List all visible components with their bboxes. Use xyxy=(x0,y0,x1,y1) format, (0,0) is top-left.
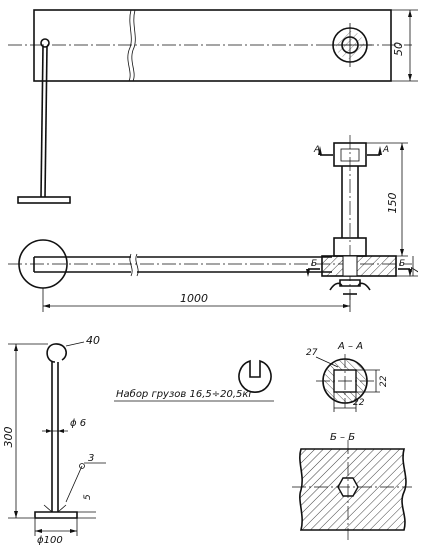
section-bb-title: Б – Б xyxy=(330,432,355,443)
rod-diameter-dim: ϕ 6 xyxy=(70,418,86,429)
hook-40-dim: 40 xyxy=(86,334,100,347)
plan-view: 50 xyxy=(8,9,418,82)
weld-mark: 3 xyxy=(88,453,94,464)
plan-width-dim: 50 xyxy=(392,42,405,56)
weight-note: Набор грузов 16,5÷20,5кг xyxy=(116,388,254,400)
weight-set: Набор грузов 16,5÷20,5кг xyxy=(114,359,274,402)
section-aa-dim-27: 27 xyxy=(306,348,318,358)
length-1000-dim: 1000 xyxy=(180,292,208,305)
section-aa: А – А 27 22 22 xyxy=(306,341,389,412)
section-mark-b-right: Б xyxy=(399,259,405,269)
section-aa-dim-22-horiz: 22 xyxy=(353,398,365,408)
plan-break-line xyxy=(127,9,132,82)
thickness-dim: 7 xyxy=(410,266,421,273)
hook-detail: 40 300 ϕ 6 3 5 ϕ100 xyxy=(2,334,106,546)
section-aa-dim-22-vert: 22 xyxy=(379,375,389,387)
height-150-dim: 150 xyxy=(386,193,399,214)
base-diameter-dim: ϕ100 xyxy=(37,535,63,546)
section-aa-title: А – А xyxy=(337,341,363,352)
section-mark-a-left: A xyxy=(313,145,320,155)
plate-thickness-dim: 5 xyxy=(83,494,93,500)
section-bb: Б – Б xyxy=(292,432,412,540)
section-mark-b-left: Б xyxy=(311,259,317,269)
hook-height-dim: 300 xyxy=(2,427,15,448)
plan-hook xyxy=(17,38,71,204)
section-mark-a-right: A xyxy=(382,145,389,155)
wing-nut xyxy=(329,279,371,291)
plan-bar-outline xyxy=(33,9,392,82)
front-view: A A Б Б 150 7 1000 xyxy=(8,135,421,312)
slotted-weight-icon xyxy=(238,359,272,393)
